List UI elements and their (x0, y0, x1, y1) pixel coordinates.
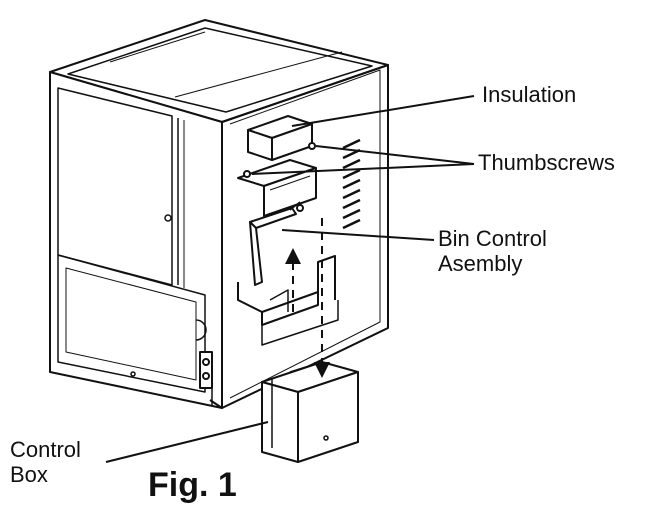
bin-control-probe (249, 201, 304, 286)
label-bin-control-line2: Asembly (438, 251, 523, 276)
leader-bin-control (281, 229, 435, 241)
arrow-down-icon (314, 362, 330, 378)
cabinet-left-panel (49, 71, 223, 409)
arrow-up-icon (285, 248, 301, 264)
figure-caption: Fig. 1 (148, 466, 237, 504)
leader-thumbscrews-1 (315, 145, 475, 165)
thumbscrew-icon (308, 142, 316, 150)
label-bin-control-line1: Bin Control (438, 226, 547, 251)
insulation-block (247, 115, 313, 161)
thumbscrew-icon (243, 170, 251, 178)
label-control-box-line1: Control (10, 437, 81, 462)
leader-insulation (291, 95, 475, 127)
label-insulation: Insulation (482, 82, 577, 107)
leader-control-box (105, 421, 269, 463)
bin-shelf (237, 255, 339, 346)
control-box (261, 361, 359, 463)
condenser-vents (342, 138, 361, 230)
label-thumbscrews: Thumbscrews (478, 150, 615, 175)
front-switch-panel (199, 351, 213, 389)
leader-thumbscrews-2 (251, 163, 475, 175)
label-control-box-line2: Box (10, 462, 48, 487)
routing-arrow (292, 218, 323, 370)
cabinet-right-frame (209, 64, 389, 409)
